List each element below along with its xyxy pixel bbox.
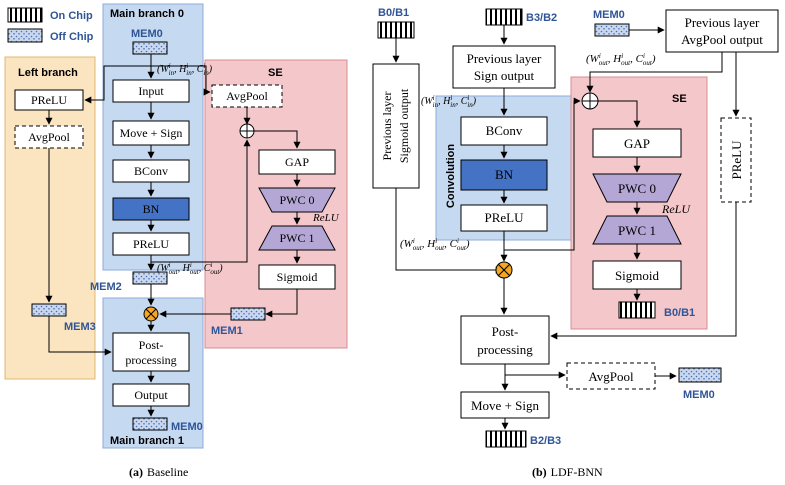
prev-avgpool-label-1: Previous layer: [685, 15, 760, 30]
sigmoid-label-a: Sigmoid: [277, 270, 318, 284]
prev-avgpool-block: [665, 9, 779, 53]
output-label: Output: [134, 388, 168, 402]
mem3-label: MEM3: [64, 321, 96, 333]
mem2-block: [132, 271, 168, 285]
on-chip-legend-swatch: [7, 7, 43, 23]
se-label-b: SE: [672, 93, 687, 105]
bn-label-b: BN: [495, 167, 514, 182]
mem0-top-block-a: [132, 41, 168, 55]
mem0-top-label-a: MEM0: [131, 28, 163, 40]
mem3-block: [31, 303, 67, 317]
gap-block-a: [258, 149, 336, 175]
post-processing-label-1-b: Post-: [492, 324, 519, 339]
prelu-conv-block: [460, 204, 548, 232]
caption-b-text: LDF-BNN: [551, 465, 603, 479]
prev-sign-label-1: Previous layer: [467, 51, 542, 66]
pwc1-label-b: PWC 1: [618, 223, 656, 238]
sigmoid-label-b: Sigmoid: [615, 268, 660, 283]
pwc0-label-b: PWC 0: [618, 181, 656, 196]
gap-label-a: GAP: [285, 155, 309, 169]
prev-sign-block: [452, 45, 556, 89]
bn-label-a: BN: [143, 202, 160, 216]
relu-label-a: ReLU: [312, 212, 340, 224]
input-label: Input: [138, 84, 164, 98]
avgpool-left-block: [14, 125, 84, 149]
b0b1-top-block: [377, 21, 415, 39]
pwc0-block-b: [592, 173, 682, 203]
mem0-bottom-block-a: [132, 417, 168, 431]
pwc0-block-a: [258, 187, 336, 213]
b2b3-block: [485, 430, 527, 448]
prelu-left-label: PReLU: [31, 93, 67, 107]
b0b1-top-label: B0/B1: [378, 7, 409, 19]
prev-sigmoid-label-2: Sigmoid output: [397, 88, 411, 163]
relu-label-b: ReLU: [661, 202, 691, 216]
b0b1-se-block: [618, 301, 656, 319]
bconv-label-b: BConv: [486, 123, 523, 138]
sigmoid-block-a: [258, 264, 336, 290]
off-chip-legend-swatch: [7, 28, 43, 43]
mem0-top-block-b: [594, 23, 630, 37]
b2b3-label: B2/B3: [530, 435, 561, 447]
avgpool-se-label: AvgPool: [226, 89, 268, 103]
prelu-side-block: [720, 117, 752, 203]
bconv-label-a: BConv: [134, 164, 168, 178]
pwc1-block-b: [592, 215, 682, 245]
caption-b-tag: (b): [532, 465, 547, 479]
mem1-block: [230, 307, 266, 321]
convolution-label: Convolution: [445, 144, 457, 208]
legend-on-chip: On Chip: [50, 10, 93, 22]
left-branch-label: Left branch: [18, 67, 78, 79]
mem0-top-label-b: MEM0: [593, 9, 625, 21]
mem0-bottom-label-b: MEM0: [683, 389, 715, 401]
post-processing-label-1-a: Post-: [139, 338, 164, 352]
pwc1-label-a: PWC 1: [279, 231, 314, 245]
move-sign-block-b: [460, 391, 550, 419]
mem2-label: MEM2: [90, 281, 122, 293]
prelu-conv-label: PReLU: [485, 210, 525, 225]
gap-label-b: GAP: [624, 136, 650, 151]
prelu-main-label: PReLU: [133, 237, 169, 251]
caption-a: (a) Baseline: [129, 465, 188, 479]
prev-avgpool-label-2: AvgPool output: [681, 32, 763, 47]
mem0-bottom-label-a: MEM0: [171, 421, 203, 433]
se-label-a: SE: [268, 67, 283, 79]
bconv-block-b: [460, 116, 548, 146]
pwc1-block-a: [258, 225, 336, 251]
b0b1-se-label: B0/B1: [664, 307, 695, 319]
legend-off-chip: Off Chip: [50, 31, 94, 43]
post-processing-label-2-a: processing: [125, 353, 176, 367]
gap-block-b: [592, 128, 682, 158]
b3b2-top-block: [485, 8, 523, 26]
mem1-label: MEM1: [211, 325, 243, 337]
move-sign-label-b: Move + Sign: [471, 398, 540, 413]
sigmoid-block-b: [592, 260, 682, 290]
caption-a-text: Baseline: [147, 465, 188, 479]
move-sign-label-a: Move + Sign: [120, 126, 183, 140]
prev-sign-label-2: Sign output: [474, 68, 535, 83]
main-branch-1-label: Main branch 1: [110, 435, 184, 447]
left-branch-region: [4, 56, 96, 380]
avgpool-label-b: AvgPool: [588, 369, 634, 384]
caption-b: (b) LDF-BNN: [532, 465, 603, 479]
caption-a-tag: (a): [129, 465, 143, 479]
main-branch-1-region: [102, 297, 204, 449]
prelu-side-label: PReLU: [729, 140, 744, 180]
pwc0-label-a: PWC 0: [279, 193, 314, 207]
mem0-bottom-block-b: [678, 367, 722, 383]
post-processing-label-2-b: processing: [477, 342, 533, 357]
avgpool-left-label: AvgPool: [28, 130, 70, 144]
main-branch-0-label: Main branch 0: [110, 8, 184, 20]
b3b2-top-label: B3/B2: [526, 12, 557, 24]
prev-sigmoid-label-1: Previous layer: [380, 92, 394, 161]
